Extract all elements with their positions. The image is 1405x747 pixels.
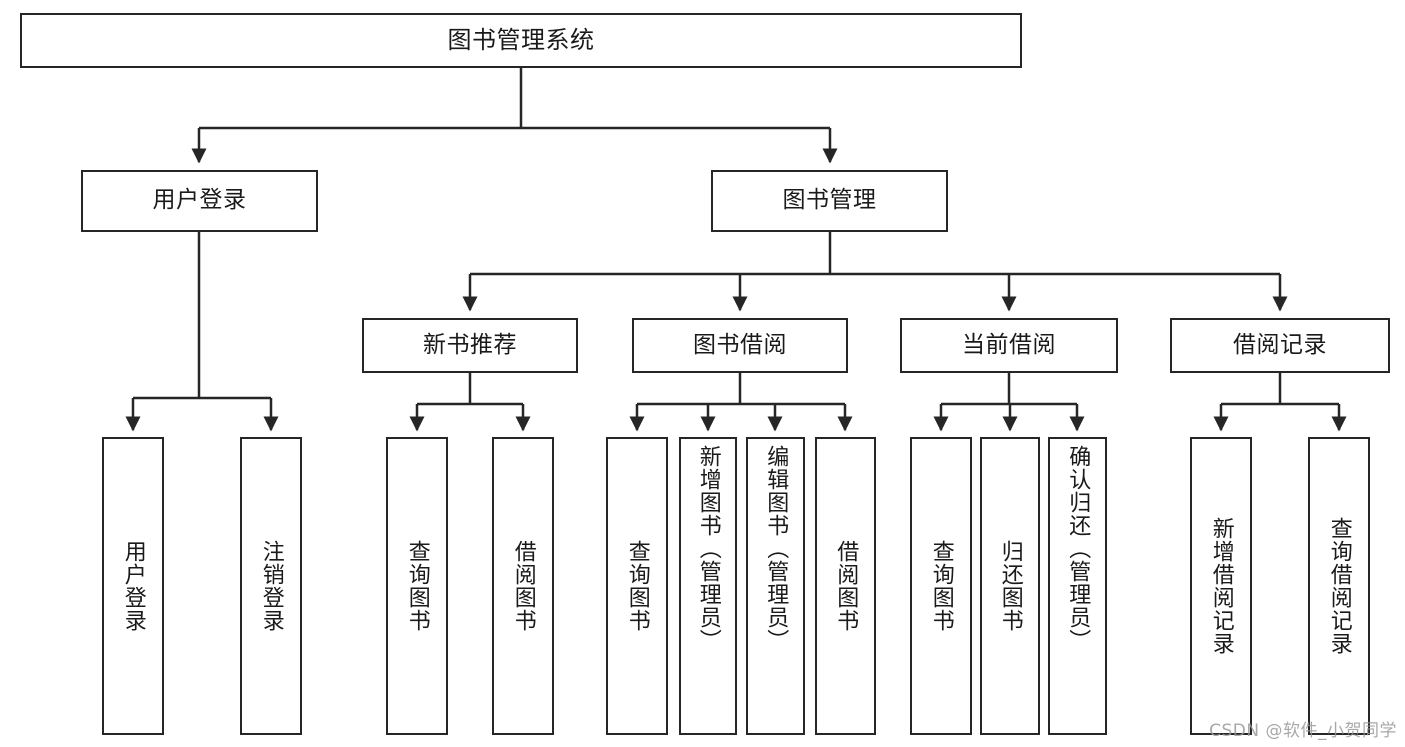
- node-current-borrow[interactable]: 当前借阅: [900, 318, 1118, 373]
- leaf-add-record[interactable]: 新增借阅记录: [1190, 437, 1252, 735]
- node-new-book-rec[interactable]: 新书推荐: [362, 318, 578, 373]
- node-borrow-record-label: 借阅记录: [1233, 331, 1327, 358]
- node-user-login-label: 用户登录: [152, 187, 247, 214]
- leaf-query-book-1-label: 查询图书: [404, 540, 430, 632]
- leaf-return-book[interactable]: 归还图书: [980, 437, 1040, 735]
- leaf-query-record-label: 查询借阅记录: [1326, 517, 1352, 655]
- leaf-add-book-label: 新增图书（管理员）: [695, 445, 721, 652]
- leaf-query-book-3-label: 查询图书: [928, 540, 954, 632]
- leaf-add-record-label: 新增借阅记录: [1208, 517, 1234, 655]
- node-root-label: 图书管理系统: [447, 26, 595, 55]
- leaf-logout-label: 注销登录: [258, 540, 284, 632]
- leaf-query-record[interactable]: 查询借阅记录: [1308, 437, 1370, 735]
- leaf-borrow-book-2[interactable]: 借阅图书: [815, 437, 876, 735]
- leaf-edit-book-label: 编辑图书（管理员）: [763, 445, 789, 652]
- leaf-return-book-label: 归还图书: [997, 540, 1023, 632]
- leaf-confirm-return-label: 确认归还（管理员）: [1065, 445, 1091, 652]
- node-new-book-rec-label: 新书推荐: [423, 331, 517, 358]
- leaf-borrow-book-1[interactable]: 借阅图书: [492, 437, 554, 735]
- leaf-query-book-1[interactable]: 查询图书: [386, 437, 448, 735]
- leaf-query-book-2-label: 查询图书: [624, 540, 650, 632]
- node-book-borrow[interactable]: 图书借阅: [632, 318, 848, 373]
- leaf-add-book[interactable]: 新增图书（管理员）: [679, 437, 737, 735]
- node-root[interactable]: 图书管理系统: [20, 13, 1022, 68]
- leaf-borrow-book-2-label: 借阅图书: [833, 540, 859, 632]
- leaf-confirm-return[interactable]: 确认归还（管理员）: [1048, 437, 1107, 735]
- node-book-manage[interactable]: 图书管理: [711, 170, 948, 232]
- watermark-text: CSDN @软件_小贺同学: [1209, 721, 1397, 741]
- node-borrow-record[interactable]: 借阅记录: [1170, 318, 1390, 373]
- node-book-borrow-label: 图书借阅: [693, 331, 787, 358]
- leaf-edit-book[interactable]: 编辑图书（管理员）: [746, 437, 805, 735]
- node-user-login[interactable]: 用户登录: [81, 170, 318, 232]
- leaf-borrow-book-1-label: 借阅图书: [510, 540, 536, 632]
- node-book-manage-label: 图书管理: [782, 187, 877, 214]
- leaf-query-book-3[interactable]: 查询图书: [910, 437, 972, 735]
- leaf-query-book-2[interactable]: 查询图书: [606, 437, 668, 735]
- leaf-user-login[interactable]: 用户登录: [102, 437, 164, 735]
- node-current-borrow-label: 当前借阅: [962, 331, 1056, 358]
- leaf-user-login-label: 用户登录: [120, 540, 146, 632]
- leaf-logout[interactable]: 注销登录: [240, 437, 302, 735]
